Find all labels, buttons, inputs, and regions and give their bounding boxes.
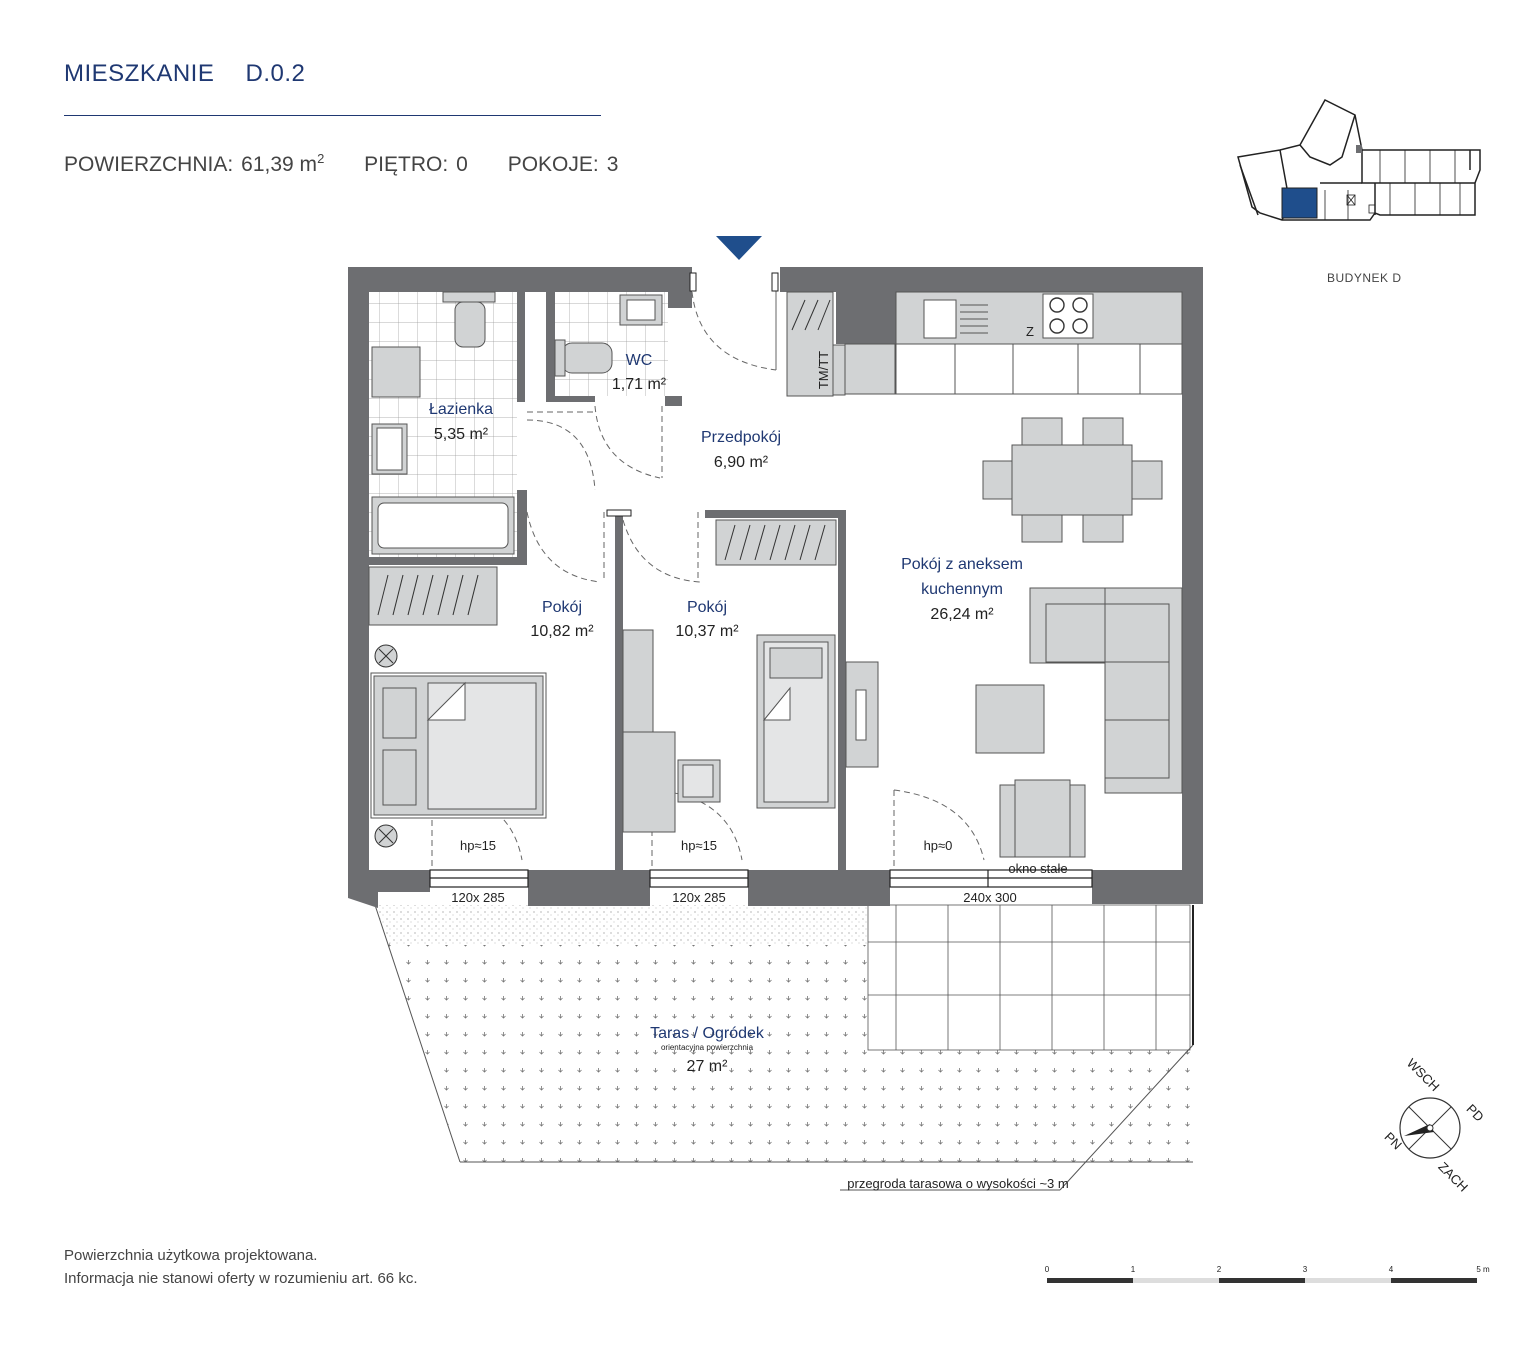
- terrace-paving: [867, 904, 1191, 1051]
- footer-note: Powierzchnia użytkowa projektowana. Info…: [64, 1244, 417, 1290]
- unit-code: D.0.2: [245, 60, 306, 87]
- hall-area: 6,90 m²: [714, 454, 769, 471]
- compass: [1399, 1097, 1461, 1159]
- building-label: BUDYNEK D: [1327, 271, 1402, 285]
- stove-label: Z: [1026, 324, 1034, 339]
- kitchen-lines: [954, 344, 1141, 394]
- terrace-name: Taras / Ogródek: [650, 1025, 765, 1042]
- terrace-area-label: 27 m²: [687, 1058, 729, 1075]
- fixed-window-label: okno stałe: [1008, 861, 1067, 876]
- living-area: 26,24 m²: [930, 606, 994, 623]
- bathroom-fixtures: [371, 291, 663, 555]
- scale-tick-0: 0: [1045, 1265, 1050, 1274]
- title-word: MIESZKANIE: [64, 60, 215, 87]
- room2-area: 10,37 m²: [675, 623, 739, 640]
- terrace-note: orientacyjna powierzchnia: [661, 1043, 754, 1052]
- wardrobe-hangers: [377, 299, 831, 616]
- room1-name: Pokój: [542, 599, 582, 616]
- windows: [429, 869, 1093, 888]
- room1-area: 10,82 m²: [530, 623, 594, 640]
- hp-label-1: hp≈15: [460, 838, 496, 853]
- stove-icon: [1042, 293, 1094, 339]
- scale-tick-2: 2: [1217, 1265, 1222, 1274]
- room2-name: Pokój: [687, 599, 727, 616]
- living-name-line1: Pokój z aneksem: [901, 556, 1023, 573]
- scale-tick-5: 5 m: [1476, 1265, 1490, 1274]
- bedroom1-furniture: [370, 672, 547, 819]
- footer-line-2: Informacja nie stanowi oferty w rozumien…: [64, 1270, 418, 1287]
- unit-stats: POWIERZCHNIA:61,39 m2 PIĘTRO:0 POKOJE:3: [64, 151, 619, 176]
- wc-area: 1,71 m²: [612, 376, 667, 393]
- footer-line-1: Powierzchnia użytkowa projektowana.: [64, 1247, 318, 1264]
- building-key-plan: [1237, 99, 1481, 221]
- dining-set: [982, 417, 1163, 543]
- living-name-line2: kuchennym: [921, 581, 1003, 598]
- area-label: POWIERZCHNIA:: [64, 153, 234, 176]
- window-1-size: 120x 285: [451, 890, 505, 905]
- compass-zach: ZACH: [1435, 1159, 1471, 1195]
- partition-label: przegroda tarasowa o wysokości ~3 m: [847, 1176, 1068, 1191]
- floor-label: PIĘTRO:: [364, 153, 449, 176]
- page-title: MIESZKANIE D.0.2: [64, 60, 329, 88]
- bedroom2-furniture: [622, 629, 836, 833]
- rooms-value: 3: [606, 153, 619, 176]
- hall-name: Przedpokój: [701, 429, 781, 446]
- rooms-label: POKOJE:: [507, 153, 599, 176]
- hp-label-3: hp≈0: [924, 838, 953, 853]
- outer-walls: [348, 267, 1203, 908]
- window-3-size: 240x 300: [963, 890, 1017, 905]
- compass-pd: PD: [1463, 1101, 1486, 1124]
- entrance-arrow: [716, 236, 762, 260]
- wc-name: WC: [626, 352, 653, 369]
- door-frames: [606, 272, 779, 517]
- living-furniture: [845, 587, 1183, 858]
- scale-tick-3: 3: [1303, 1265, 1308, 1274]
- window-2-size: 120x 285: [672, 890, 726, 905]
- bathroom-area: 5,35 m²: [434, 426, 489, 443]
- paving-grid: [868, 905, 1190, 1050]
- floor-value: 0: [456, 153, 468, 176]
- radiator-fans: [374, 644, 398, 848]
- area-value: 61,39 m: [241, 153, 318, 176]
- door-swings: [431, 290, 985, 870]
- sink-icon: [923, 299, 957, 339]
- unit-marker: [1281, 187, 1318, 219]
- interior-walls: [369, 292, 896, 870]
- hp-label-2: hp≈15: [681, 838, 717, 853]
- title-rule: [64, 115, 601, 116]
- scale-tick-4: 4: [1389, 1265, 1394, 1274]
- scale-tick-1: 1: [1131, 1265, 1136, 1274]
- kitchen-counter: [844, 291, 1183, 395]
- terrace-gravel-strip: [375, 905, 868, 945]
- bathroom-name: Łazienka: [429, 401, 493, 418]
- compass-wsch: WSCH: [1404, 1055, 1443, 1094]
- tm-tt-label: TM/TT: [816, 351, 831, 389]
- drainboard: [960, 304, 988, 334]
- scale-bar: [1047, 1278, 1477, 1283]
